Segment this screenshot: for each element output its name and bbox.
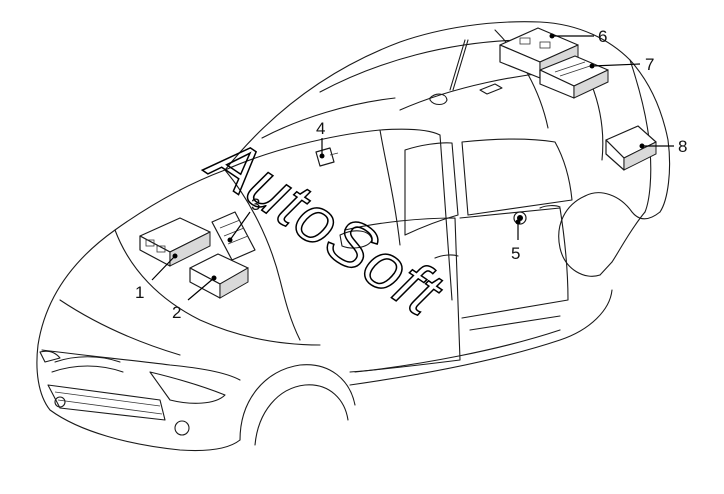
module-4-sensor — [315, 147, 339, 167]
callout-8: 8 — [678, 137, 687, 156]
callout-3: 3 — [251, 195, 260, 214]
callout-2: 2 — [172, 303, 181, 322]
module-8-unit — [605, 125, 657, 171]
module-2-ecu — [189, 253, 249, 299]
module-1-ecu — [139, 217, 211, 267]
module-6-unit — [499, 27, 579, 79]
callout-7: 7 — [645, 55, 654, 74]
module-7-unit — [539, 55, 609, 99]
callout-5: 5 — [511, 244, 520, 263]
leader-lines — [151, 33, 674, 301]
callout-1: 1 — [135, 283, 144, 302]
callout-4: 4 — [316, 119, 325, 138]
callout-6: 6 — [598, 27, 607, 46]
car-body-outline — [36, 21, 671, 452]
